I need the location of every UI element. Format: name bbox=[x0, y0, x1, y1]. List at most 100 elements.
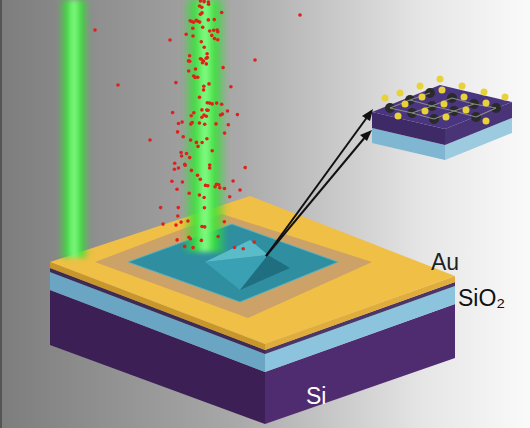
particle bbox=[200, 108, 204, 112]
particle bbox=[203, 122, 207, 126]
layer-label: SiO₂ bbox=[458, 287, 505, 310]
particle bbox=[231, 179, 235, 183]
particle bbox=[241, 247, 245, 251]
layer-label: Si bbox=[306, 385, 326, 408]
particle bbox=[208, 166, 212, 170]
particle bbox=[199, 177, 203, 181]
particle bbox=[212, 28, 216, 32]
particle bbox=[216, 235, 220, 239]
particle bbox=[200, 40, 204, 44]
particle bbox=[202, 85, 206, 89]
particle bbox=[208, 29, 212, 33]
particle bbox=[189, 114, 193, 118]
particle bbox=[173, 167, 177, 171]
particle bbox=[196, 145, 200, 149]
particle bbox=[191, 246, 195, 250]
particle bbox=[173, 161, 177, 165]
particle bbox=[174, 223, 178, 227]
laser-beam bbox=[58, 0, 90, 258]
particle bbox=[185, 152, 189, 156]
particle bbox=[215, 101, 219, 105]
particle bbox=[174, 81, 178, 85]
particle bbox=[198, 121, 202, 125]
particle bbox=[216, 30, 220, 34]
particle bbox=[243, 166, 247, 170]
particle bbox=[184, 32, 188, 36]
particle bbox=[200, 57, 204, 61]
particle bbox=[148, 138, 152, 142]
particle bbox=[176, 130, 180, 134]
particle bbox=[188, 60, 192, 64]
particle bbox=[200, 5, 204, 9]
particle bbox=[188, 156, 192, 160]
particle bbox=[214, 122, 218, 126]
particle bbox=[210, 149, 214, 153]
particle bbox=[198, 95, 202, 99]
particle bbox=[193, 76, 197, 80]
particle bbox=[202, 46, 206, 50]
particle bbox=[183, 163, 187, 167]
particle bbox=[191, 26, 195, 30]
particle bbox=[188, 54, 192, 58]
particle bbox=[201, 61, 205, 65]
particle bbox=[202, 113, 206, 117]
particle bbox=[226, 109, 230, 113]
particle bbox=[191, 34, 195, 38]
particle bbox=[189, 122, 193, 126]
laser-beam bbox=[182, 0, 228, 252]
particle bbox=[177, 166, 181, 170]
particle bbox=[181, 180, 185, 184]
particle bbox=[198, 193, 202, 197]
particle bbox=[223, 131, 227, 135]
particle bbox=[180, 154, 184, 158]
particle bbox=[180, 120, 184, 124]
particle bbox=[205, 52, 209, 56]
particle bbox=[208, 101, 212, 105]
particle bbox=[233, 246, 237, 250]
particle bbox=[213, 18, 217, 22]
frame-edge bbox=[0, 0, 2, 428]
particle bbox=[207, 2, 211, 6]
particle-cloud bbox=[93, 0, 302, 251]
particle bbox=[195, 141, 199, 145]
particle bbox=[228, 195, 232, 199]
particle bbox=[196, 173, 200, 177]
particle bbox=[170, 179, 174, 183]
particle bbox=[229, 85, 233, 89]
particle bbox=[192, 111, 196, 115]
particle bbox=[179, 220, 183, 224]
2d-flake bbox=[128, 224, 338, 302]
flake-edge bbox=[128, 224, 338, 302]
particle bbox=[204, 56, 208, 60]
particle bbox=[194, 67, 198, 71]
particle bbox=[227, 123, 231, 127]
particle bbox=[223, 187, 227, 191]
particle bbox=[183, 163, 187, 167]
particle bbox=[198, 20, 202, 24]
particle bbox=[220, 103, 224, 107]
particle bbox=[200, 141, 204, 145]
particle bbox=[253, 58, 257, 62]
particle bbox=[161, 222, 165, 226]
particle bbox=[219, 113, 223, 117]
particle bbox=[186, 219, 190, 223]
particle bbox=[216, 38, 220, 42]
particle bbox=[93, 28, 97, 32]
particle bbox=[171, 111, 175, 115]
particle bbox=[298, 13, 302, 17]
particle bbox=[213, 37, 217, 41]
particle bbox=[189, 138, 193, 142]
particle bbox=[221, 66, 225, 70]
crystal-inset bbox=[372, 76, 512, 161]
particle bbox=[223, 220, 227, 224]
particle bbox=[181, 135, 185, 139]
particle bbox=[168, 38, 172, 42]
particle bbox=[207, 82, 211, 86]
particle bbox=[207, 18, 211, 22]
particle bbox=[210, 34, 214, 38]
particle bbox=[183, 245, 187, 249]
au-top-face bbox=[50, 196, 455, 344]
particle bbox=[175, 188, 179, 192]
particle bbox=[187, 191, 191, 195]
